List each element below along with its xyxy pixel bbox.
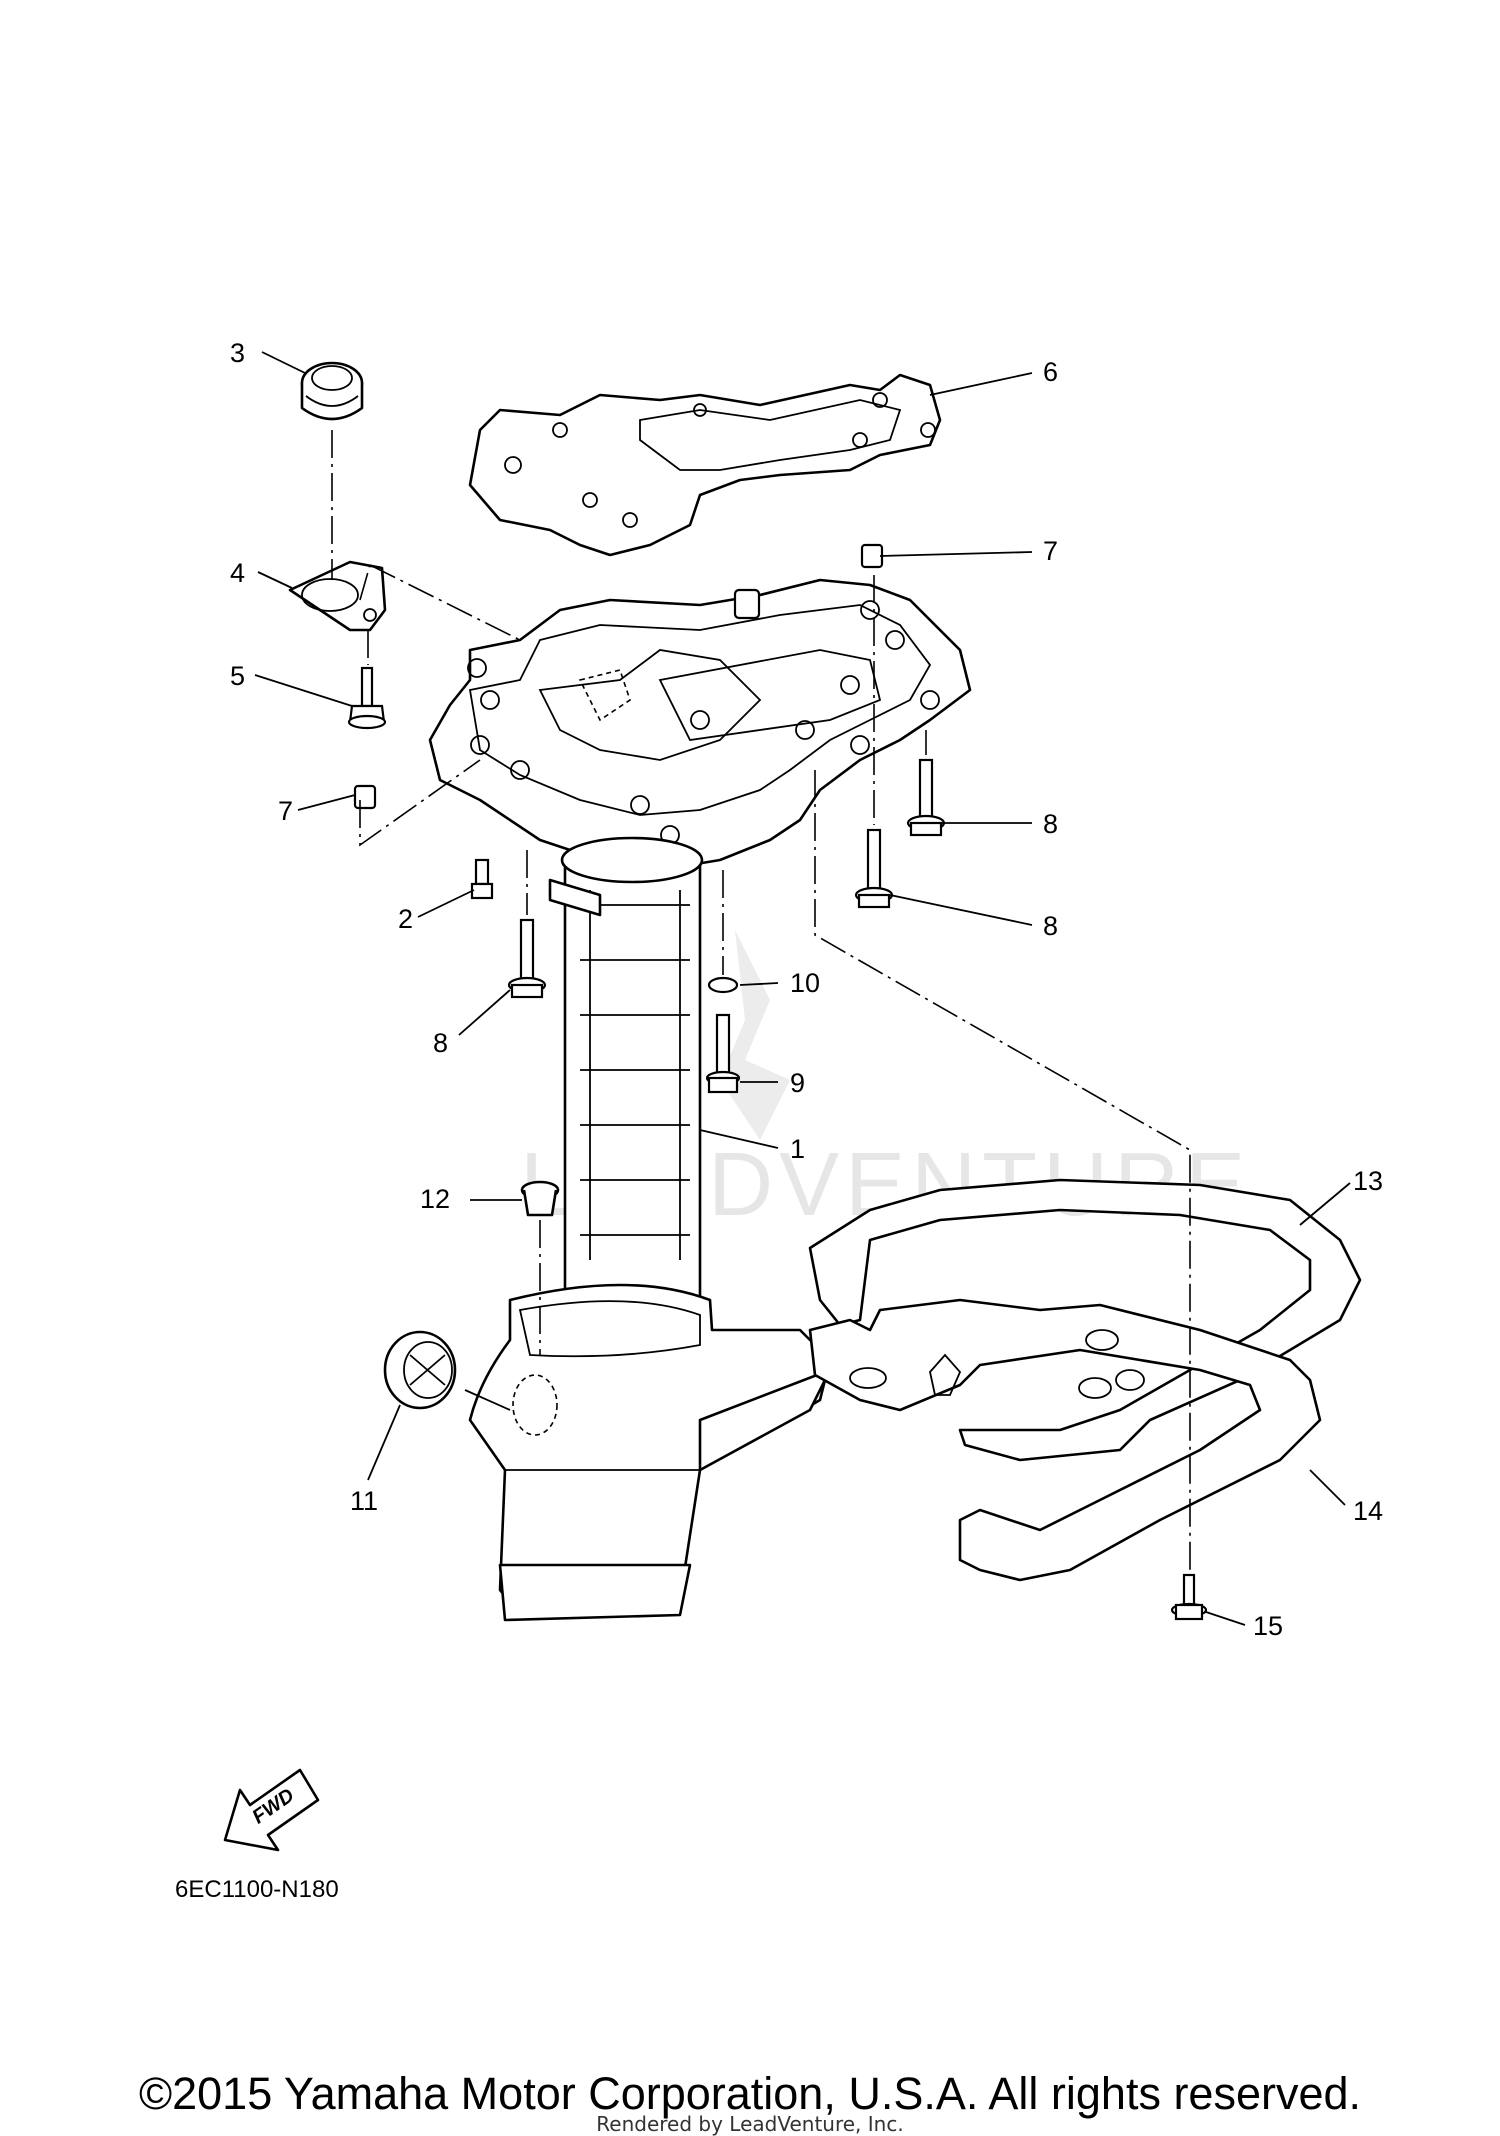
callout-15: 15 [1253, 1611, 1283, 1641]
grommet-part-12 [520, 1180, 560, 1217]
callout-12: 12 [420, 1184, 450, 1214]
fwd-arrow-icon: FWD [223, 1768, 320, 1852]
upper-plate [428, 578, 972, 872]
copyright-notice: ©2015 Yamaha Motor Corporation, U.S.A. A… [138, 2068, 1362, 2119]
nipple-part-2 [470, 858, 494, 900]
callouts: 3 4 5 6 7 7 2 8 8 8 10 9 1 12 11 13 14 1… [230, 338, 1383, 1641]
bolt-part-8-mid [854, 828, 894, 909]
callout-3: 3 [230, 338, 245, 368]
callout-8-left: 8 [433, 1028, 448, 1058]
dowel-part-7-right [860, 543, 884, 569]
callout-2: 2 [398, 904, 413, 934]
callout-14: 14 [1353, 1496, 1383, 1526]
plug-part-3 [300, 361, 364, 421]
callout-13: 13 [1353, 1166, 1383, 1196]
callout-10: 10 [790, 968, 820, 998]
bolt-part-8-left [507, 918, 547, 999]
gasket-part-4 [288, 560, 387, 632]
alignment-lines [331, 430, 1191, 1570]
washer-part-10 [707, 976, 739, 994]
callout-7-right: 7 [1043, 536, 1058, 566]
callout-11: 11 [350, 1486, 378, 1516]
leader-lines [254, 351, 1351, 1626]
rendered-by-notice: Rendered by LeadVenture, Inc. [596, 2112, 904, 2136]
callout-5: 5 [230, 661, 245, 691]
seal-part-14 [808, 1298, 1322, 1582]
bolt-part-8-right [906, 758, 946, 837]
callout-1: 1 [790, 1134, 805, 1164]
diagram-code: 6EC1100-N180 [175, 1876, 339, 1903]
callout-8-right: 8 [1043, 809, 1058, 839]
housing-part-1 [548, 836, 704, 1322]
callout-8-mid: 8 [1043, 911, 1058, 941]
seal-part-13 [808, 1178, 1362, 1462]
callout-4: 4 [230, 558, 245, 588]
bolt-part-9 [705, 1013, 741, 1094]
plug-part-11 [383, 1330, 457, 1410]
callout-9: 9 [790, 1068, 805, 1098]
callout-6: 6 [1043, 357, 1058, 387]
callout-7-left: 7 [278, 796, 293, 826]
gasket-part-6 [468, 373, 942, 557]
lower-case [468, 1283, 832, 1622]
bolt-part-15 [1170, 1573, 1208, 1621]
dowel-part-7-left [353, 784, 377, 810]
bolt-part-5 [347, 666, 387, 730]
